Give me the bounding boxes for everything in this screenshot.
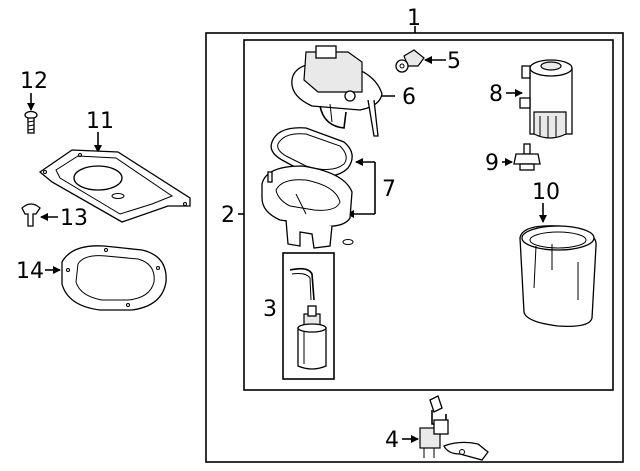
callout-14: 14 <box>16 259 44 284</box>
part-14-gasket <box>45 245 167 311</box>
part-7-seal-ring <box>270 127 376 218</box>
part-8-filter <box>506 59 573 139</box>
callout-4: 4 <box>385 428 399 453</box>
part-5-fitting <box>395 49 446 73</box>
callout-6: 6 <box>402 85 416 110</box>
callout-8: 8 <box>489 82 503 107</box>
part-4-sender-harness <box>402 395 489 461</box>
callout-13: 13 <box>60 206 88 231</box>
callout-11: 11 <box>86 109 114 134</box>
part-9-valve <box>502 143 541 171</box>
callout-2: 2 <box>221 203 235 228</box>
part-11-cover-plate <box>38 132 191 223</box>
part-6-pump-flange <box>291 45 395 137</box>
callout-9: 9 <box>485 151 499 176</box>
callout-10: 10 <box>532 180 560 205</box>
part-2-pump-body <box>261 165 354 249</box>
assembly-frame-outer <box>205 26 624 463</box>
part-13-clip <box>21 203 58 227</box>
callout-5: 5 <box>447 49 461 74</box>
module-frame-inner <box>238 39 614 391</box>
callout-7: 7 <box>382 177 396 202</box>
callout-1: 1 <box>407 6 421 31</box>
part-10-reservoir-cup <box>519 203 597 327</box>
part-12-screw <box>24 93 38 134</box>
callout-12: 12 <box>20 69 48 94</box>
part-3-pump-motor <box>282 252 335 380</box>
callout-3: 3 <box>263 297 277 322</box>
